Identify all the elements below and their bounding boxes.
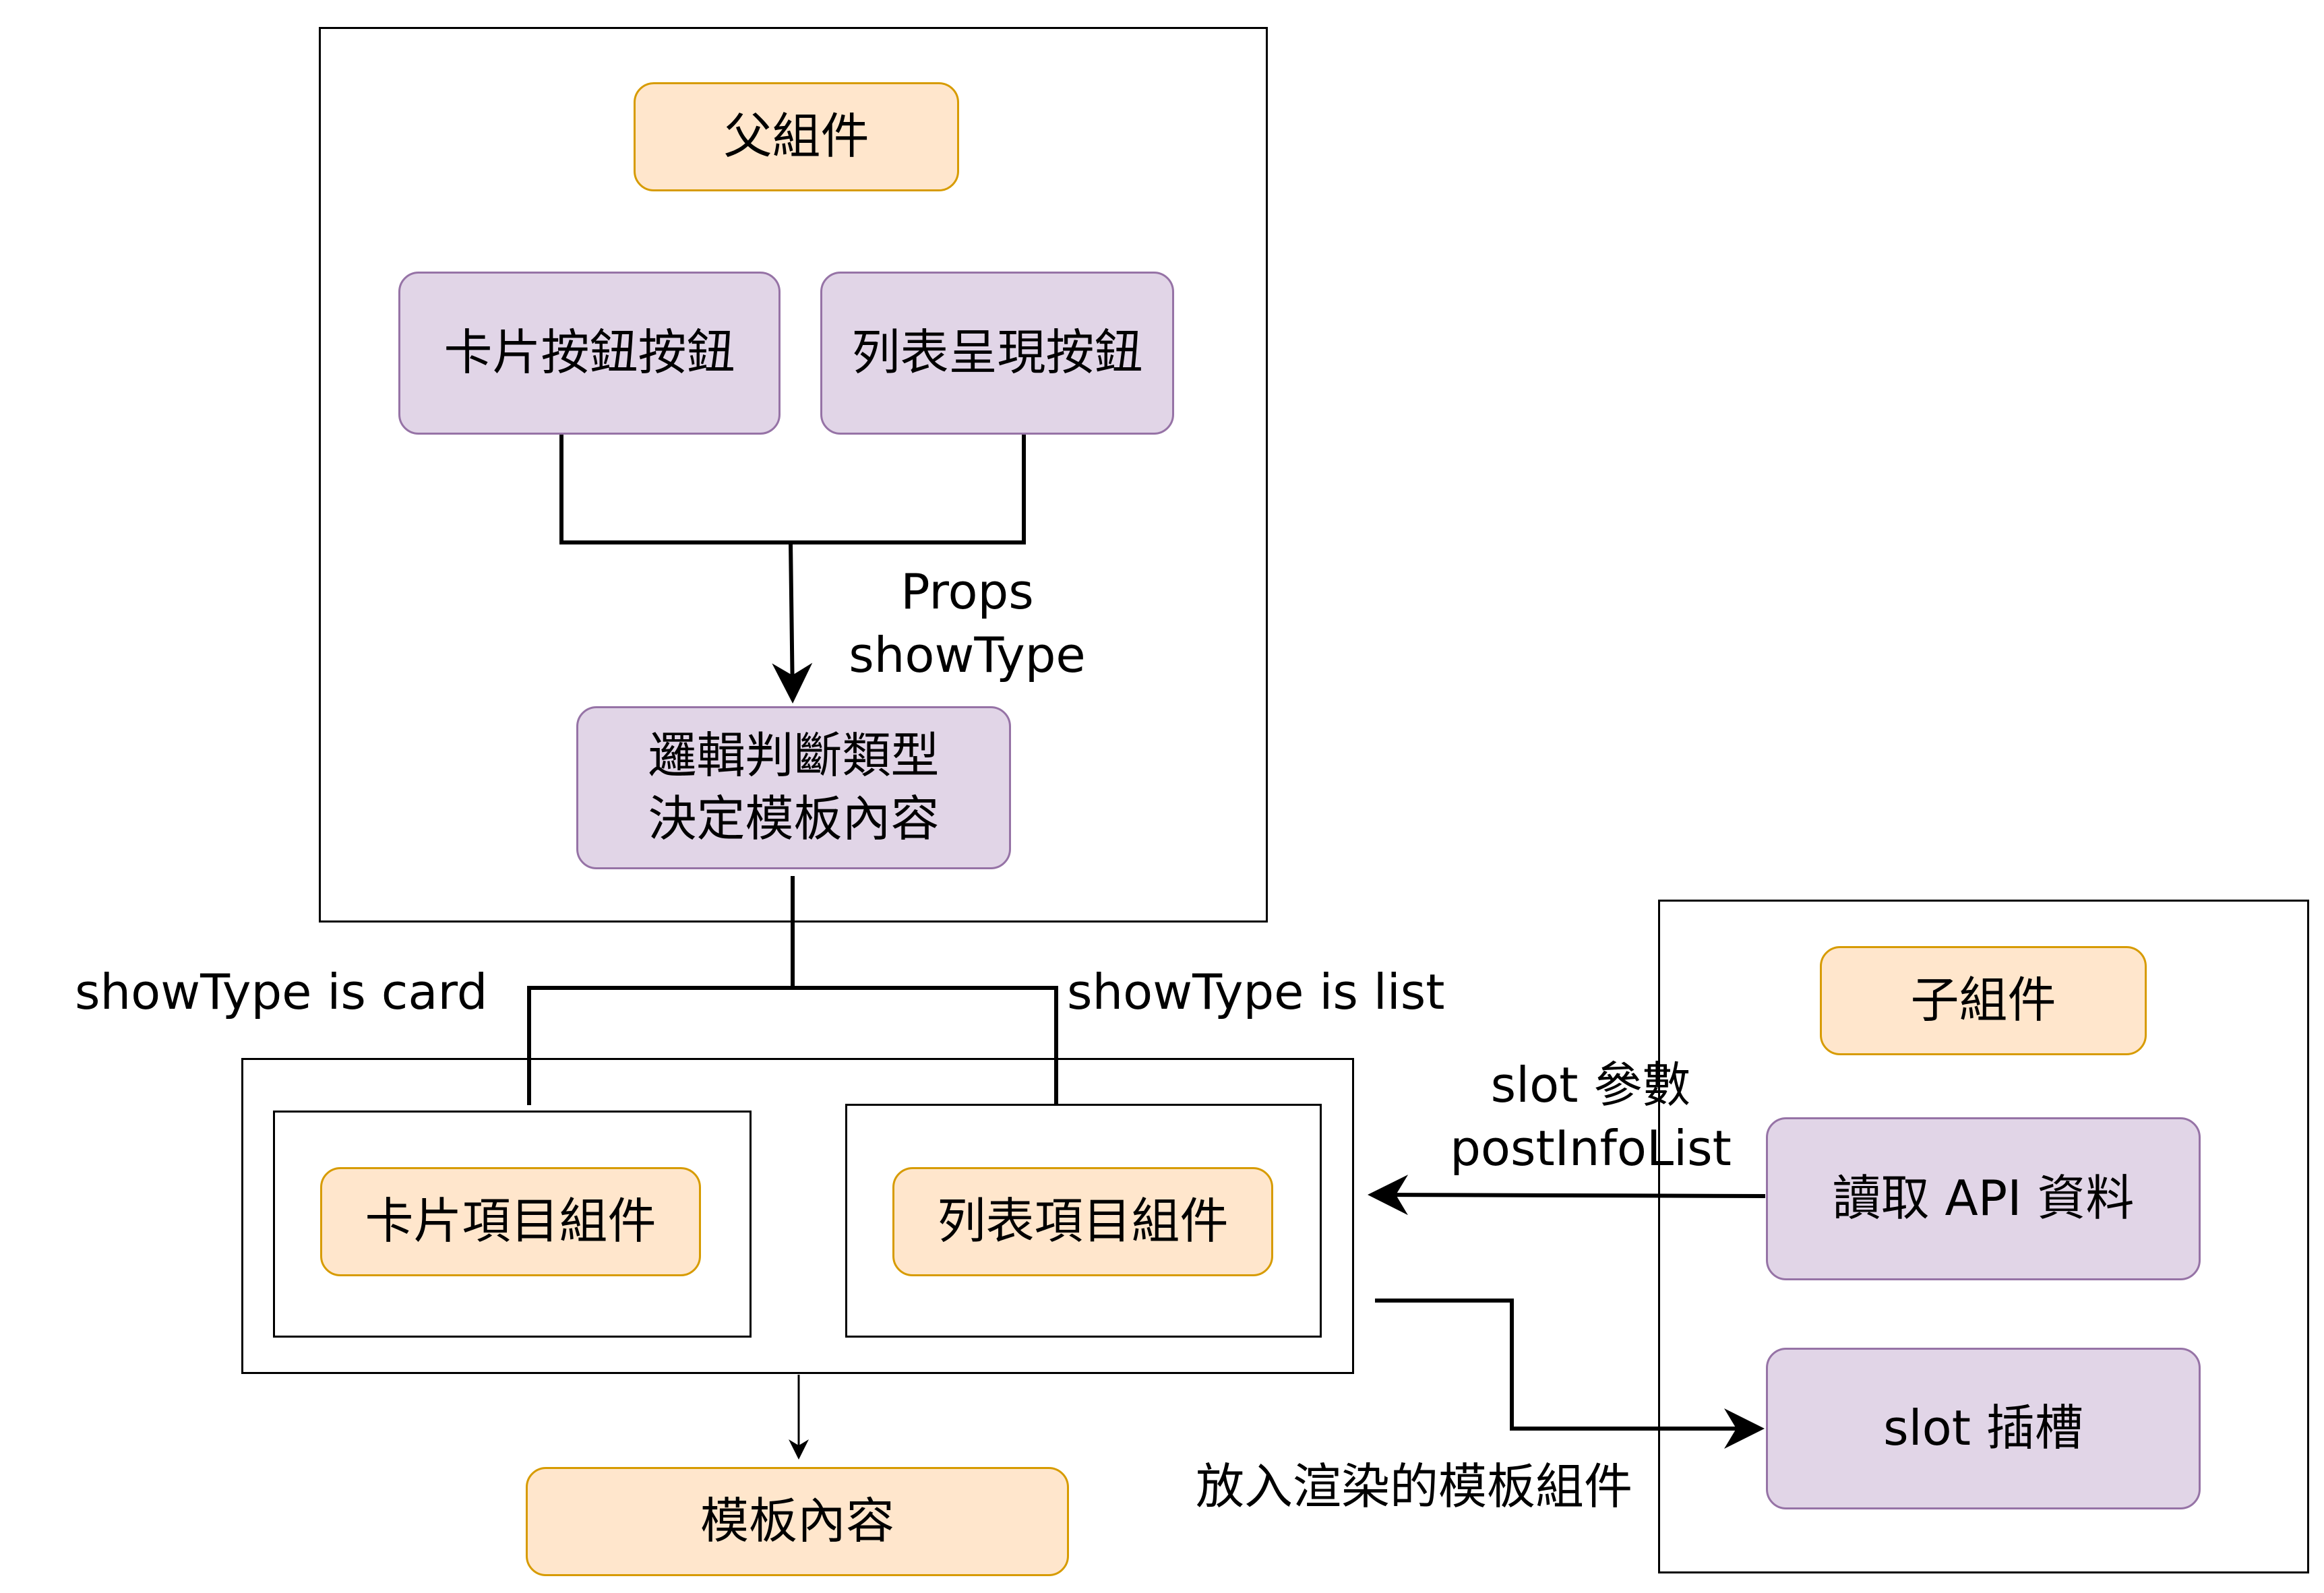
template-content-node: 模板內容	[526, 1467, 1069, 1576]
edge-logic-split	[527, 876, 795, 1105]
child-component-container	[1658, 900, 2309, 1573]
edge-read-api-to-items	[1368, 1175, 1766, 1216]
slot-node: slot 插槽	[1766, 1348, 2201, 1509]
edge-props-to-logic	[772, 542, 813, 704]
logic-decision-node: 邏輯判斷類型 決定模板內容	[576, 706, 1011, 869]
card-item-frame	[273, 1111, 752, 1338]
card-button-node: 卡片按鈕按鈕	[398, 272, 781, 435]
showtype-list-label: showType is list	[1067, 964, 1445, 1020]
slot-params-label: slot 參數 postInfoList	[1450, 1057, 1732, 1177]
read-api-data-node: 讀取 API 資料	[1766, 1117, 2201, 1280]
props-showtype-label: Props showType	[849, 563, 1086, 683]
card-item-component-node: 卡片項目組件	[320, 1167, 701, 1276]
put-template-label: 放入渲染的模板組件	[1196, 1458, 1633, 1515]
list-item-component-node: 列表項目組件	[892, 1167, 1273, 1276]
child-component-title: 子組件	[1820, 946, 2147, 1055]
showtype-card-label: showType is card	[75, 964, 488, 1020]
parent-component-title: 父組件	[634, 82, 959, 191]
list-button-node: 列表呈現按鈕	[820, 272, 1174, 435]
edge-buttons-merge	[559, 435, 1026, 544]
item-components-container	[241, 1058, 1354, 1374]
edge-items-to-slot	[1375, 1299, 1765, 1449]
list-item-frame	[845, 1104, 1322, 1338]
edge-logic-to-list	[793, 986, 1058, 1105]
